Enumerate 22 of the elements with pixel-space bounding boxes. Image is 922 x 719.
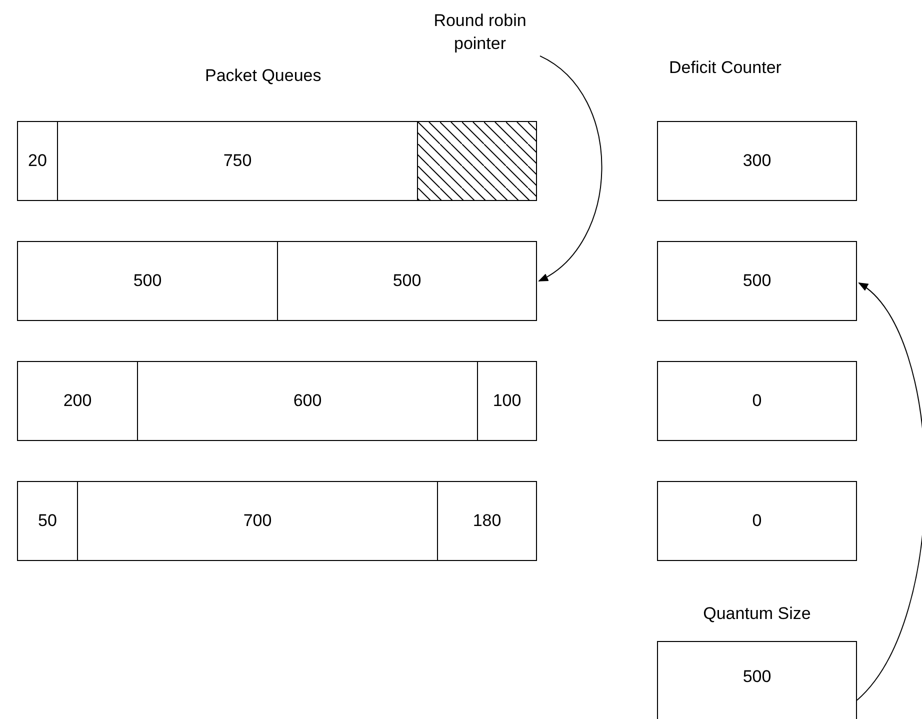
counter-cell: 300 (657, 121, 857, 201)
packet-cell: 180 (437, 481, 537, 561)
packet-cell: 600 (137, 361, 478, 441)
section-heading: Deficit Counter (669, 58, 782, 78)
counter-cell: 0 (657, 481, 857, 561)
packet-cell: 50 (17, 481, 78, 561)
curved-arrow (538, 55, 602, 282)
packet-cell: 20 (17, 121, 58, 201)
section-heading: Quantum Size (703, 604, 811, 624)
packet-cell: 500 (17, 241, 278, 321)
packet-cell: 100 (477, 361, 537, 441)
counter-cell: 500 (657, 241, 857, 321)
quantum-box: 500 (657, 641, 857, 719)
packet-cell: 700 (77, 481, 438, 561)
curved-arrow (856, 282, 922, 701)
pointer-label: Round robin pointer (418, 10, 542, 56)
counter-cell: 0 (657, 361, 857, 441)
hatched-cell (417, 121, 537, 201)
packet-cell: 200 (17, 361, 138, 441)
packet-cell: 500 (277, 241, 537, 321)
section-heading: Packet Queues (205, 66, 322, 86)
packet-cell: 750 (57, 121, 418, 201)
